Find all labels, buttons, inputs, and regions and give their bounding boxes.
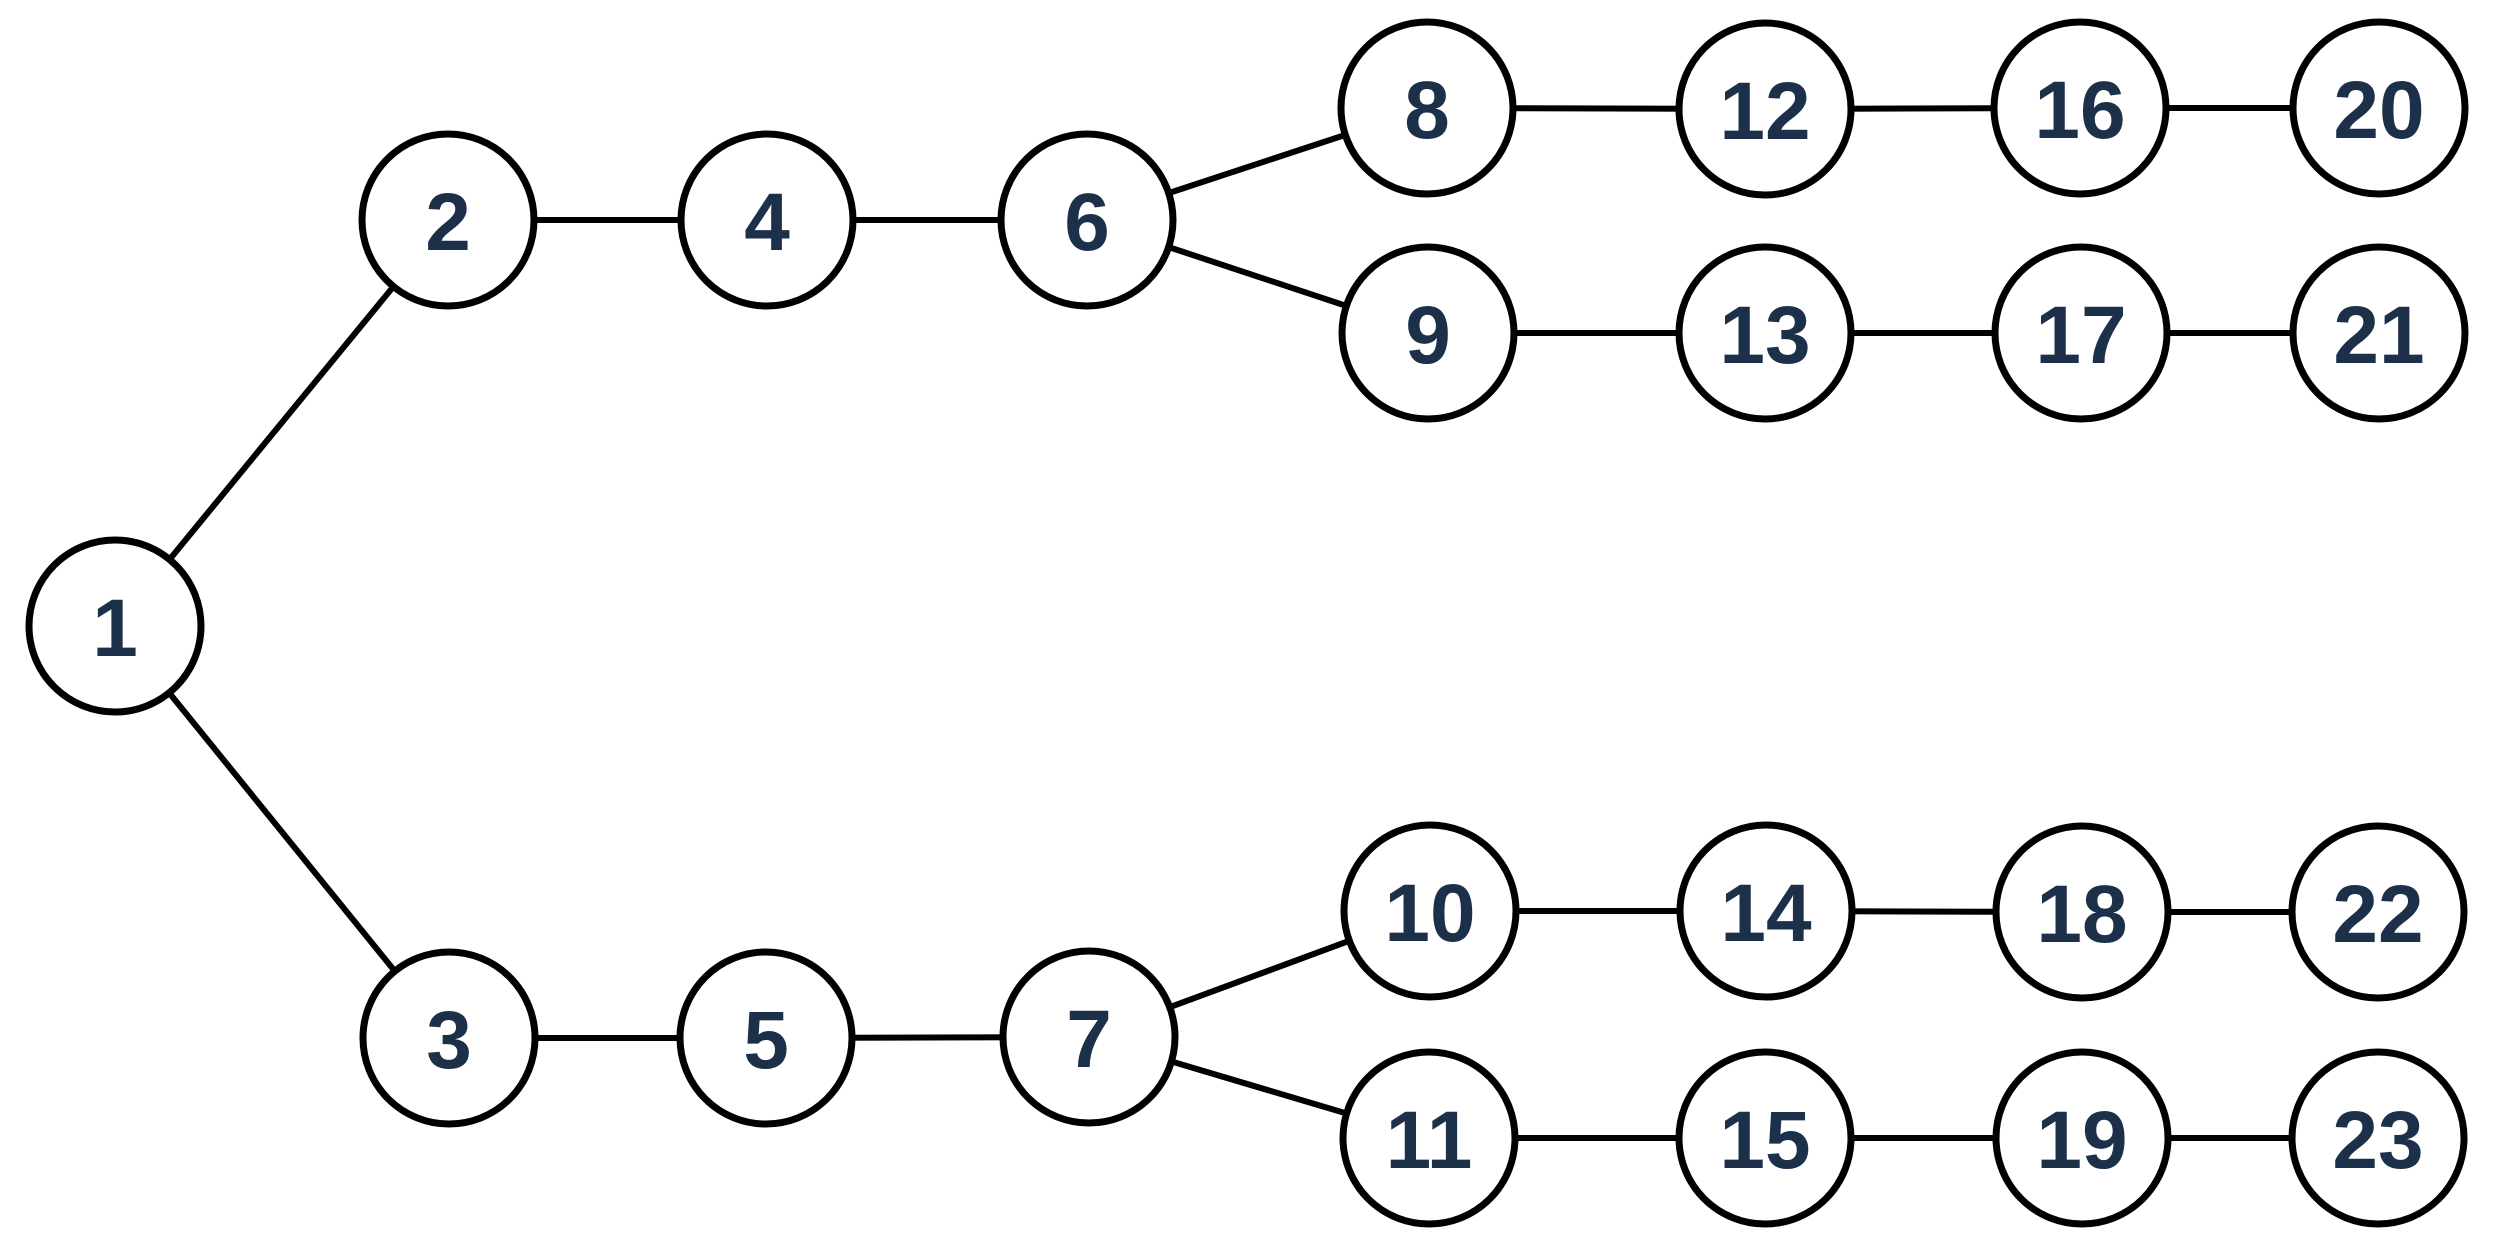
node-circle (2289, 243, 2469, 423)
graph-node-5: 5 (676, 948, 856, 1128)
node-label: 12 (1719, 66, 1810, 157)
node-label: 13 (1719, 290, 1810, 381)
node-label: 10 (1384, 868, 1475, 959)
node-label: 2 (425, 177, 471, 268)
graph-node-20: 20 (2289, 18, 2469, 198)
graph-node-23: 23 (2288, 1048, 2468, 1228)
graph-node-10: 10 (1340, 821, 1520, 1001)
node-circle (359, 948, 539, 1128)
node-circle (2288, 822, 2468, 1002)
node-circle (1990, 18, 2170, 198)
node-label: 18 (2036, 869, 2127, 960)
node-circle (1337, 18, 1517, 198)
node-label: 21 (2333, 290, 2424, 381)
node-circle (1675, 19, 1855, 199)
node-label: 22 (2332, 869, 2423, 960)
node-label: 15 (1719, 1095, 1810, 1186)
graph-node-14: 14 (1676, 821, 1856, 1001)
node-circle (997, 130, 1177, 310)
graph-node-21: 21 (2289, 243, 2469, 423)
graph-node-7: 7 (999, 947, 1179, 1127)
graph-node-16: 16 (1990, 18, 2170, 198)
graph-node-12: 12 (1675, 19, 1855, 199)
node-label: 7 (1066, 994, 1112, 1085)
node-circle (1675, 1048, 1855, 1228)
node-label: 6 (1064, 177, 1110, 268)
node-circle (1676, 821, 1856, 1001)
node-circle (999, 947, 1179, 1127)
graph-node-1: 1 (25, 536, 205, 716)
node-label: 17 (2035, 290, 2126, 381)
graph-node-8: 8 (1337, 18, 1517, 198)
graph-node-2: 2 (358, 130, 538, 310)
graph-node-11: 11 (1339, 1048, 1519, 1228)
node-label: 23 (2332, 1095, 2423, 1186)
graph-node-15: 15 (1675, 1048, 1855, 1228)
node-circle (676, 948, 856, 1128)
node-label: 3 (426, 995, 472, 1086)
graph-node-17: 17 (1991, 243, 2171, 423)
node-label: 5 (743, 995, 789, 1086)
node-circle (1992, 1048, 2172, 1228)
graph-node-18: 18 (1992, 822, 2172, 1002)
node-circle (25, 536, 205, 716)
node-circle (1340, 821, 1520, 1001)
node-circle (1675, 243, 1855, 423)
node-circle (2289, 18, 2469, 198)
graph-node-4: 4 (677, 130, 857, 310)
node-label: 1 (92, 583, 138, 674)
node-label: 8 (1404, 65, 1450, 156)
graph-node-22: 22 (2288, 822, 2468, 1002)
graph-node-3: 3 (359, 948, 539, 1128)
graph-node-6: 6 (997, 130, 1177, 310)
node-circle (1338, 243, 1518, 423)
node-label: 14 (1720, 868, 1812, 959)
node-circle (1992, 822, 2172, 1002)
node-label: 4 (744, 177, 790, 268)
graph-node-19: 19 (1992, 1048, 2172, 1228)
node-circle (677, 130, 857, 310)
node-label: 16 (2034, 65, 2125, 156)
node-circle (1339, 1048, 1519, 1228)
graph-node-9: 9 (1338, 243, 1518, 423)
node-label: 19 (2036, 1095, 2127, 1186)
node-circle (2288, 1048, 2468, 1228)
node-label: 9 (1405, 290, 1451, 381)
graph-node-13: 13 (1675, 243, 1855, 423)
node-label: 20 (2333, 65, 2424, 156)
node-circle (358, 130, 538, 310)
node-circle (1991, 243, 2171, 423)
node-label: 11 (1386, 1095, 1473, 1186)
